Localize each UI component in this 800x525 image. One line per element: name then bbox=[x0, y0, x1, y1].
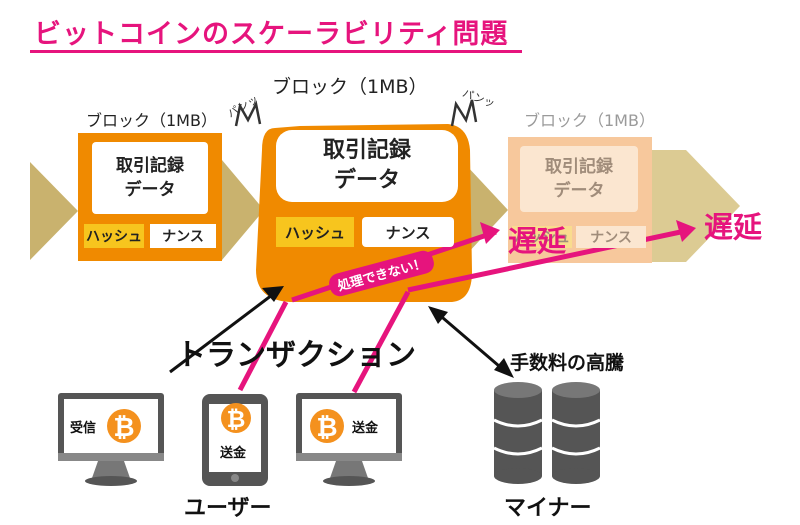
delay-label-2: 遅延 bbox=[704, 210, 763, 244]
monitor-right-label: 送金 bbox=[352, 421, 379, 436]
block-right-hash: ハッシュ bbox=[512, 226, 572, 248]
miners-label: マイナー bbox=[504, 496, 592, 521]
chain-link-left bbox=[30, 162, 78, 260]
block-right-record: 取引記録 bbox=[545, 157, 613, 177]
block-right-data-box: 取引記録 データ bbox=[520, 146, 638, 212]
high-fee-label: 手数料の高騰 bbox=[510, 352, 625, 374]
svg-text:₿: ₿ bbox=[227, 407, 246, 433]
block-left-data-box: 取引記録 データ bbox=[92, 142, 208, 214]
fee-arrow-head-top bbox=[428, 306, 448, 324]
page-title: ビットコインのスケーラビリティ問題 bbox=[34, 19, 509, 50]
svg-text:₿: ₿ bbox=[316, 413, 337, 443]
block-center-data-box: 取引記録 データ bbox=[276, 130, 458, 202]
svg-text:₿: ₿ bbox=[113, 413, 134, 443]
users-label: ユーザー bbox=[184, 496, 272, 521]
delay-label-1: 遅延 bbox=[508, 224, 567, 258]
pink-arrow-head-2 bbox=[676, 220, 696, 242]
block-center-hash: ハッシュ bbox=[276, 217, 354, 247]
chain-link-mid-right bbox=[466, 165, 508, 255]
sfx-right-mark bbox=[450, 99, 478, 127]
block-right-label: ブロック（1MB） bbox=[524, 111, 655, 130]
phone-label: 送金 bbox=[220, 446, 247, 461]
pink-line-monitor bbox=[351, 290, 411, 394]
fee-arrow-head-bottom bbox=[494, 358, 514, 378]
block-right-nonce: ナンス bbox=[576, 226, 646, 248]
monitor-left-graphic: ₿ bbox=[58, 393, 164, 486]
transaction-arrow-head bbox=[262, 286, 284, 302]
block-center-record: 取引記録 bbox=[322, 138, 411, 163]
block-left-hash: ハッシュ bbox=[84, 224, 144, 248]
chain-link-right bbox=[652, 150, 686, 262]
sfx-left-mark bbox=[234, 100, 262, 127]
chain-link-mid-left bbox=[222, 160, 264, 260]
block-left-nonce: ナンス bbox=[150, 224, 216, 248]
database-icon-right bbox=[551, 382, 601, 484]
block-center-nonce: ナンス bbox=[362, 217, 454, 247]
database-icon-left bbox=[493, 382, 543, 484]
block-right-data: データ bbox=[553, 181, 605, 201]
monitor-left-label: 受信 bbox=[70, 421, 97, 436]
fee-double-arrow bbox=[435, 310, 507, 374]
pink-line-phone bbox=[237, 300, 289, 392]
chain-link-right-tip bbox=[686, 150, 740, 262]
block-left-record: 取引記録 bbox=[116, 156, 184, 176]
monitor-right-graphic: ₿ bbox=[296, 393, 402, 486]
title-underline bbox=[30, 50, 522, 53]
transaction-label: トランザクション bbox=[176, 338, 416, 373]
block-left-label: ブロック（1MB） bbox=[86, 111, 217, 130]
pink-arrow-head-1 bbox=[480, 222, 500, 244]
block-center-label: ブロック（1MB） bbox=[272, 76, 428, 98]
block-center-data: データ bbox=[333, 168, 400, 193]
block-left-data: データ bbox=[124, 180, 176, 200]
transaction-arrow-line bbox=[169, 290, 277, 374]
phone-graphic: ₿ bbox=[202, 394, 268, 486]
